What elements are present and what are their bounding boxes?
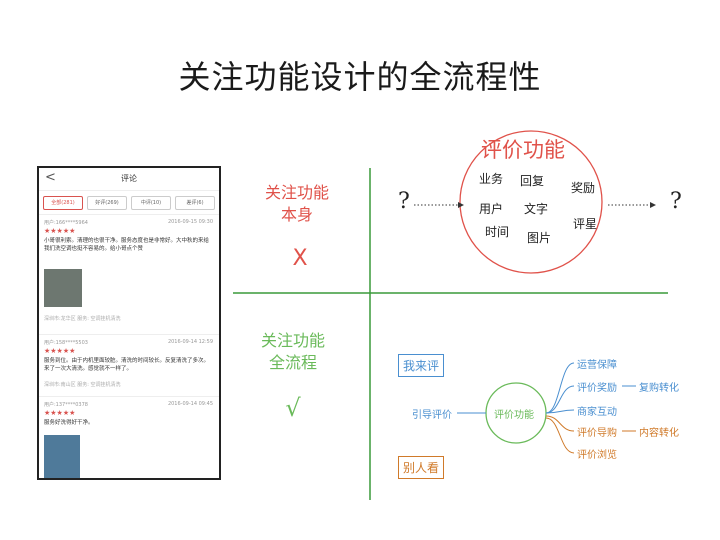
review-stars: ★★★★★ [44, 227, 76, 235]
review-user: 用户:158****5503 [44, 340, 88, 346]
connector [545, 417, 575, 454]
review-stars: ★★★★★ [44, 409, 76, 417]
review-text: 小哥很利索。清理的也很干净。服务态度也是非常好。大中秋的来给我们洗空调也挺不容易… [44, 238, 210, 252]
question-mark-right: ? [670, 189, 682, 214]
review-text: 服务好洗得好干净。 [44, 420, 94, 426]
review-user: 用户:137****0378 [44, 402, 88, 408]
cross-mark: X [292, 246, 308, 271]
node-merchant: 商家互动 [577, 407, 617, 418]
review-item: 用户:166****5964 2016-09-15 09:30 ★★★★★ 小哥… [39, 214, 219, 325]
node-reward: 评价奖励 [577, 383, 617, 394]
circle-word: 时间 [485, 225, 510, 239]
label-line: 关注功能 [260, 331, 325, 350]
circle-word: 奖励 [571, 181, 596, 195]
review-meta: 深圳市:南山区 服务: 空调挂机清洗 [44, 382, 121, 388]
back-chevron-icon[interactable]: < [45, 170, 56, 185]
node-repurchase: 复购转化 [639, 383, 679, 394]
page-title: 关注功能设计的全流程性 [178, 58, 542, 96]
tab-all[interactable]: 全部(281) [43, 196, 83, 210]
review-date: 2016-09-14 12:59 [167, 339, 213, 345]
question-mark-left: ? [398, 189, 410, 214]
node-browse: 评价浏览 [577, 450, 617, 461]
box-others-view: 别人看 [398, 456, 445, 479]
circle-word: 图片 [527, 231, 552, 245]
node-content-conversion: 内容转化 [639, 428, 679, 439]
review-photo[interactable] [44, 269, 82, 307]
circle-word: 评星 [573, 217, 598, 231]
circle-title: 评价功能 [481, 138, 565, 162]
label-line: 全流程 [268, 353, 317, 372]
review-date: 2016-09-15 09:30 [167, 219, 213, 225]
node-review-feature: 评价功能 [494, 410, 534, 421]
box-i-review: 我来评 [398, 354, 445, 377]
tab-medium[interactable]: 中评(10) [131, 196, 171, 210]
review-date: 2016-09-14 09:45 [167, 401, 213, 407]
circle-word: 回复 [520, 174, 545, 188]
arrow-head [458, 202, 464, 208]
label-line: 本身 [280, 205, 313, 224]
feature-circle [459, 130, 603, 274]
node-operation: 运营保障 [577, 360, 617, 371]
check-mark: √ [285, 394, 301, 422]
review-item: 用户:158****5503 2016-09-14 12:59 ★★★★★ 服务… [39, 334, 219, 395]
node-guide-purchase: 评价导购 [577, 428, 617, 439]
label-feature-itself: 关注功能 本身 [242, 182, 352, 226]
label-line: 关注功能 [264, 183, 329, 202]
review-meta: 深圳市:龙华区 服务: 空调挂机清洗 [44, 316, 121, 322]
review-stars: ★★★★★ [44, 347, 76, 355]
phone-screenshot: < 评论 全部(281) 好评(269) 中评(10) 差评(6) 用户:166… [37, 166, 221, 480]
review-user: 用户:166****5964 [44, 220, 88, 226]
circle-word: 业务 [479, 172, 504, 186]
review-photo[interactable] [44, 435, 80, 478]
connector [545, 362, 575, 414]
tab-bad[interactable]: 差评(6) [175, 196, 215, 210]
arrow-head [650, 202, 656, 208]
circle-word: 文字 [524, 202, 549, 216]
circle-word: 用户 [479, 202, 504, 216]
review-text: 服务到位。由于内机里面较脏。清洗的时间较长。反复清洗了多次。来了一次大清洗。感觉… [44, 358, 210, 372]
label-full-process: 关注功能 全流程 [238, 330, 348, 374]
tab-good[interactable]: 好评(269) [87, 196, 127, 210]
review-item: 用户:137****0378 2016-09-14 09:45 ★★★★★ 服务… [39, 396, 219, 478]
phone-title: 评论 [121, 174, 137, 183]
connector [545, 385, 575, 414]
node-guide-review: 引导评价 [412, 410, 452, 421]
connector [545, 415, 575, 432]
phone-header: < 评论 [39, 168, 219, 191]
connector [545, 409, 575, 414]
review-filter-tabs: 全部(281) 好评(269) 中评(10) 差评(6) [43, 196, 215, 210]
